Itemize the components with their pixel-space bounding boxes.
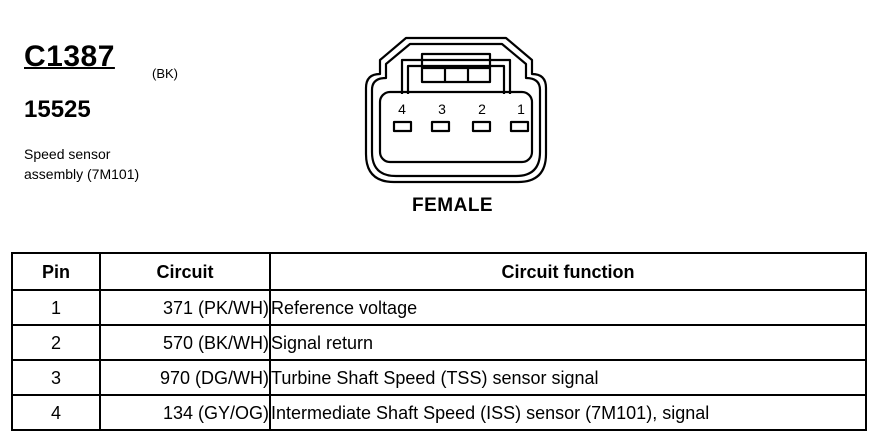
circuit-cell: 570 (BK/WH) xyxy=(99,324,271,361)
pin-cell: 3 xyxy=(11,359,101,396)
function-cell: Signal return xyxy=(269,324,867,361)
pin-slot-1 xyxy=(509,120,530,133)
connector-id: C1387 xyxy=(24,40,115,73)
function-cell: Turbine Shaft Speed (TSS) sensor signal xyxy=(269,359,867,396)
table-header-row: Pin Circuit Circuit function xyxy=(11,252,867,291)
pinout-table: Pin Circuit Circuit function 1 371 (PK/W… xyxy=(11,252,867,431)
column-header-pin: Pin xyxy=(11,252,101,291)
cavity-number: 1 xyxy=(517,101,525,117)
connector-description-line-1: Speed sensor xyxy=(24,146,111,162)
connector-outer-housing xyxy=(364,36,548,184)
pin-slot-4 xyxy=(392,120,413,133)
pin-slot-2 xyxy=(471,120,492,133)
pin-slot-3 xyxy=(430,120,451,133)
function-cell: Intermediate Shaft Speed (ISS) sensor (7… xyxy=(269,394,867,431)
latch-icon xyxy=(400,58,512,94)
circuit-cell: 371 (PK/WH) xyxy=(99,289,271,326)
connector-gender-label: FEMALE xyxy=(412,195,494,216)
circuit-cell: 970 (DG/WH) xyxy=(99,359,271,396)
table-row: 1 371 (PK/WH) Reference voltage xyxy=(11,289,867,326)
connector-part-number: 15525 xyxy=(24,96,91,123)
cavity-number: 3 xyxy=(438,101,446,117)
connector-face-drawing: 4 3 2 1 xyxy=(364,36,548,184)
connector-color-code: (BK) xyxy=(152,66,178,81)
connector-description-line-2: assembly (7M101) xyxy=(24,166,140,182)
pin-cell: 2 xyxy=(11,324,101,361)
cavity-number: 4 xyxy=(398,101,406,117)
cavity-block xyxy=(378,90,534,164)
table-row: 2 570 (BK/WH) Signal return xyxy=(11,324,867,361)
pin-cell: 1 xyxy=(11,289,101,326)
column-header-circuit: Circuit xyxy=(99,252,271,291)
column-header-function: Circuit function xyxy=(269,252,867,291)
table-row: 3 970 (DG/WH) Turbine Shaft Speed (TSS) … xyxy=(11,359,867,396)
table-row: 4 134 (GY/OG) Intermediate Shaft Speed (… xyxy=(11,394,867,431)
circuit-cell: 134 (GY/OG) xyxy=(99,394,271,431)
function-cell: Reference voltage xyxy=(269,289,867,326)
cavity-number: 2 xyxy=(478,101,486,117)
pin-cell: 4 xyxy=(11,394,101,431)
